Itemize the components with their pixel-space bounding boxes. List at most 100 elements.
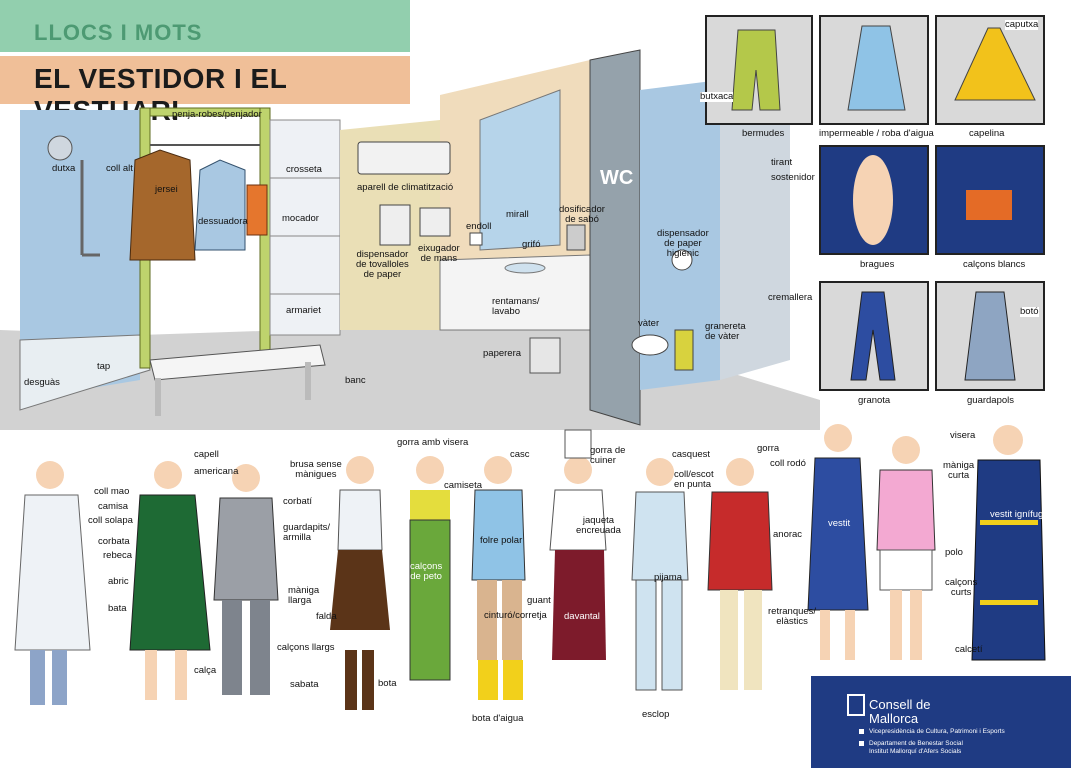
label-guardapols: guardapols: [967, 395, 1015, 406]
label-guant: guant: [527, 595, 551, 606]
label-anorac: anorac: [773, 529, 803, 540]
logo-line-2: Departament de Benestar Social: [869, 740, 963, 747]
label-coll-escot: coll/escot en punta: [674, 469, 714, 490]
hand-dryer: [419, 207, 451, 237]
label-davantal: davantal: [564, 611, 600, 622]
dessuadora-shape: [194, 159, 246, 251]
label-bermudes: bermudes: [742, 128, 785, 139]
label-rentamans: rentamans/ lavabo: [492, 296, 540, 317]
label-impermeable: impermeable / roba d'aigua: [819, 128, 934, 139]
label-butxaca: butxaca: [700, 91, 734, 102]
label-gorra: gorra: [757, 443, 780, 454]
toilet-brush: [674, 329, 694, 371]
label-calcons-blancs: calçons blancs: [963, 259, 1026, 270]
label-mirall: mirall: [506, 209, 529, 220]
label-polo: polo: [945, 547, 963, 558]
label-mocador: mocador: [282, 213, 319, 224]
series-title-band: LLOCS I MOTS: [0, 0, 410, 52]
label-retranques: retranques/ elàstics: [768, 606, 817, 627]
panel-calcons-blancs: [935, 145, 1045, 255]
figure-pijama: [631, 458, 689, 691]
label-guardapits: guardapits/ armilla: [283, 522, 331, 543]
figure-ignifug: [971, 425, 1046, 661]
label-calceti: calcetí: [955, 644, 983, 655]
label-vestit-ignifug: vestit ignífug: [990, 509, 1044, 520]
label-brusa: brusa sense mànigues: [290, 459, 342, 480]
figure-anorac: [707, 458, 773, 690]
label-sabata: sabata: [290, 679, 319, 690]
label-pijama: pijama: [654, 572, 682, 583]
label-crosseta: crosseta: [286, 164, 322, 175]
toilet-paper-icon: [671, 249, 693, 271]
capelina-shape: [954, 27, 1036, 101]
figure-cuiner: [549, 429, 607, 660]
label-calca: calça: [194, 665, 217, 676]
toilet-icon: [631, 334, 669, 356]
shower-wall: [20, 110, 140, 400]
label-granereta: granereta de vàter: [705, 321, 746, 342]
label-bragues: bragues: [860, 259, 895, 270]
label-endoll: endoll: [466, 221, 492, 232]
figure-americana: [213, 464, 279, 695]
label-vestit: vestit: [828, 518, 851, 529]
soap-dispenser: [566, 224, 586, 251]
label-corbati: corbatí: [283, 496, 313, 507]
label-granota: granota: [858, 395, 891, 406]
figure-abric: [129, 461, 211, 700]
figure-bata: [14, 461, 91, 705]
label-dosificador: dosificador de sabó: [559, 204, 605, 225]
label-tirant: tirant: [771, 157, 793, 168]
label-corbata: corbata: [98, 536, 130, 547]
label-vater: vàter: [638, 318, 660, 329]
mocador-shape: [246, 184, 268, 236]
label-sostenidor: sostenidor: [771, 172, 815, 183]
label-casc: casc: [510, 449, 530, 460]
label-bota-aigua: bota d'aigua: [472, 713, 524, 724]
label-capell: capell: [194, 449, 219, 460]
label-dutxa: dutxa: [52, 163, 76, 174]
label-paperera: paperera: [483, 348, 522, 359]
label-gorra-visera: gorra amb visera: [397, 437, 469, 448]
label-calcons-peto: calçons de peto: [410, 561, 443, 582]
sink-basin: [504, 262, 546, 274]
series-title: LLOCS I MOTS: [34, 20, 203, 45]
label-dispensador-tovalloles: dispensador de tovalloles de paper: [356, 249, 409, 280]
label-maniga-llarga: màniga llarga: [288, 585, 320, 606]
label-visera: visera: [950, 430, 976, 441]
label-calcons-llargs: calçons llargs: [277, 642, 335, 653]
label-rebeca: rebeca: [103, 550, 133, 561]
bullet-icon: [859, 729, 864, 734]
label-capelina: capelina: [969, 128, 1005, 139]
label-boto: botó: [1020, 306, 1039, 317]
label-casquest: casquest: [672, 449, 711, 460]
coat-rack-post: [259, 107, 271, 369]
logo-line-3: Institut Mallorquí d'Afers Socials: [869, 748, 962, 755]
guardapols-shape: [964, 291, 1016, 381]
shower-tray: [19, 334, 151, 411]
label-caputxa: caputxa: [1005, 19, 1039, 30]
label-cinturo: cinturó/corretja: [484, 610, 547, 621]
label-coll-alt: coll alt: [106, 163, 133, 174]
calcons-blancs-shape: [966, 190, 1012, 220]
figure-falda: [330, 456, 390, 710]
label-penja-robes: penja-robes/penjador: [172, 109, 262, 120]
label-camiseta: camiseta: [444, 480, 483, 491]
figure-folre: [471, 456, 526, 700]
figure-polo: [876, 436, 936, 660]
label-tap: tap: [97, 361, 111, 372]
label-falda: falda: [316, 611, 337, 622]
figure-peto: [409, 456, 451, 681]
shower-head-icon: [47, 135, 73, 161]
label-desguas: desguàs: [24, 377, 60, 388]
label-calcons-curts: calçons curts: [945, 577, 978, 598]
figure-vestit: [807, 424, 869, 660]
label-armariet: armariet: [286, 305, 321, 316]
label-americana: americana: [194, 466, 239, 477]
label-jersei: jersei: [155, 184, 178, 195]
wc-door: [589, 49, 641, 426]
org-name: Consell de Mallorca: [869, 697, 931, 726]
label-eixugador: eixugador de mans: [418, 243, 460, 264]
bermudes-shape: [731, 29, 781, 111]
wc-wall: [640, 80, 720, 390]
label-coll-mao: coll mao: [94, 486, 130, 497]
